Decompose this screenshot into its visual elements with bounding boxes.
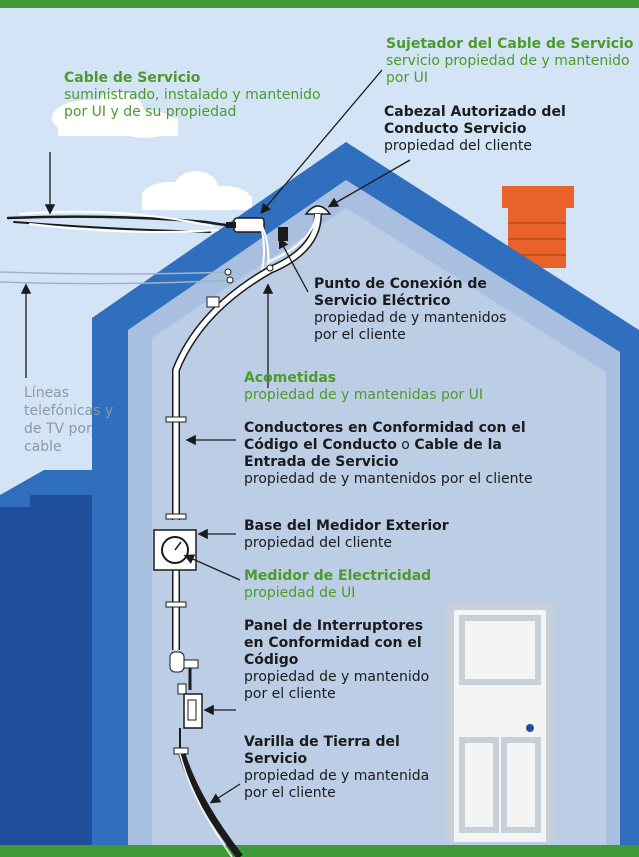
meter-base-icon	[153, 529, 197, 571]
arrow-ground-rod	[209, 783, 241, 804]
connection-point-icon	[224, 264, 274, 284]
label-ground-rod-title: Varilla de Tierra del Servicio	[244, 734, 400, 767]
cloud-left-icon	[52, 92, 178, 138]
label-connection-point-desc: propiedad de y mantenidos por el cliente	[314, 310, 507, 343]
label-meter-title: Medidor de Electricidad	[244, 568, 432, 584]
label-breaker-panel: Panel de Interruptores en Conformidad co…	[244, 618, 444, 703]
label-fastener-title: Sujetador del Cable de Servicio	[386, 36, 634, 52]
ground-rod-icon	[173, 728, 243, 857]
label-ground-rod: Varilla de Tierra del Servicio propiedad…	[244, 734, 444, 802]
label-ground-rod-desc: propiedad de y mantenida por el cliente	[244, 768, 430, 801]
label-service-cable: Cable de Servicio suministrado, instalad…	[64, 70, 364, 121]
label-phone-tv-lines-text: Líneas telefónicas y de TV por cable	[24, 385, 114, 455]
label-meter-base: Base del Medidor Exterior propiedad del …	[244, 518, 524, 552]
label-service-head-title: Cabezal Autorizado del Conducto Servicio	[384, 104, 566, 137]
label-phone-tv-lines: Líneas telefónicas y de TV por cable	[24, 384, 124, 456]
ground-green-band	[0, 845, 639, 857]
label-breaker-panel-desc: propiedad de y mantenido por el cliente	[244, 669, 430, 702]
arrow-connection-point	[278, 237, 309, 293]
arrow-fastener	[260, 69, 383, 214]
breaker-panel-icon	[169, 651, 203, 729]
arrow-service-head	[327, 159, 411, 208]
door-icon	[446, 602, 554, 842]
label-service-cable-desc: suministrado, instalado y mantenido por …	[64, 87, 321, 120]
label-conductors-title-part2: Cable de la Entrada de Servicio	[244, 437, 502, 470]
label-fastener: Sujetador del Cable de Servicio servicio…	[386, 36, 636, 87]
label-connection-point: Punto de Conexión de Servicio Eléctrico …	[314, 276, 534, 344]
top-green-band	[0, 0, 639, 8]
phone-tv-lines	[0, 271, 233, 285]
label-breaker-panel-title: Panel de Interruptores en Conformidad co…	[244, 618, 424, 668]
label-service-drops: Acometidas propiedad de y mantenidas por…	[244, 370, 524, 404]
label-service-drops-desc: propiedad de y mantenidas por UI	[244, 387, 483, 403]
label-meter: Medidor de Electricidad propiedad de UI	[244, 568, 524, 602]
side-extension	[0, 470, 100, 845]
weatherhead-icon	[304, 205, 332, 215]
label-meter-base-title: Base del Medidor Exterior	[244, 518, 449, 534]
arrow-meter	[183, 554, 241, 581]
label-meter-desc: propiedad de UI	[244, 585, 356, 601]
label-conductors: Conductores en Conformidad con el Código…	[244, 420, 544, 488]
cable-fastener-icon	[226, 217, 288, 241]
label-meter-base-desc: propiedad del cliente	[244, 535, 392, 551]
label-connection-point-title: Punto de Conexión de Servicio Eléctrico	[314, 276, 487, 309]
label-fastener-desc: servicio propiedad de y mantenido por UI	[386, 53, 630, 86]
label-service-cable-title: Cable de Servicio	[64, 70, 201, 86]
label-conductors-connector: o	[396, 437, 415, 453]
label-service-head-desc: propiedad del cliente	[384, 138, 532, 154]
label-conductors-title: Conductores en Conformidad con el Código…	[244, 420, 544, 471]
label-conductors-title-part1: Conductores en Conformidad con el Código…	[244, 420, 526, 453]
label-service-drops-title: Acometidas	[244, 370, 337, 386]
label-conductors-desc: propiedad de y mantenidos por el cliente	[244, 471, 533, 487]
label-service-head: Cabezal Autorizado del Conducto Servicio…	[384, 104, 584, 155]
conduit-icon	[165, 213, 322, 650]
cloud-right-icon	[142, 171, 252, 210]
leader-arrows	[20, 69, 411, 804]
